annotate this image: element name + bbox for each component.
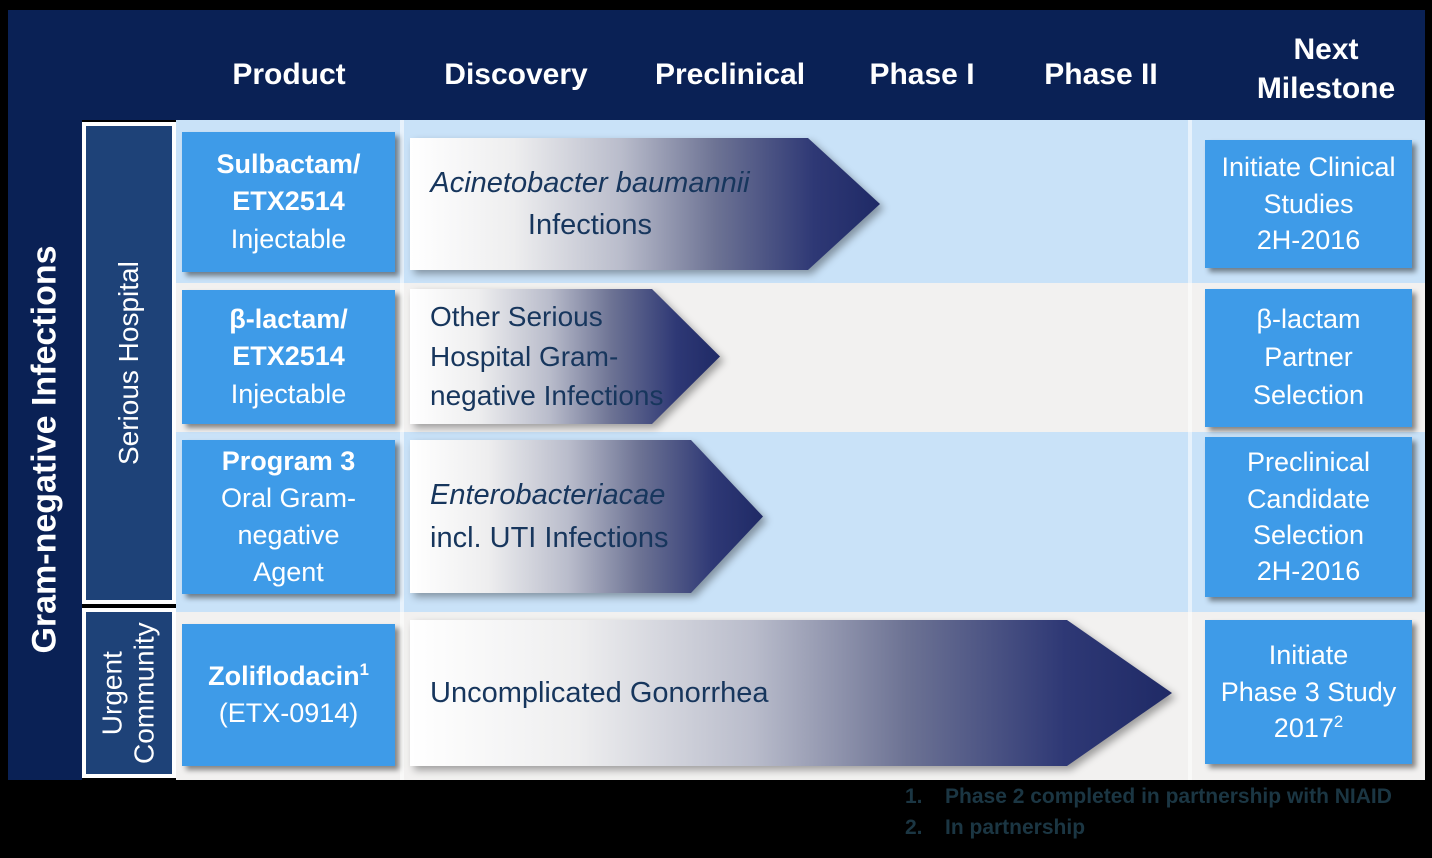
group-serious-label: Serious Hospital [112, 261, 144, 465]
product-line: Agent [253, 557, 324, 588]
footnote-ref-1: 1 [359, 659, 369, 679]
product-line: ETX2514 [232, 341, 345, 372]
milestone-line: Candidate [1246, 483, 1371, 514]
pipeline-arrow-gonorrhea: Uncomplicated Gonorrhea [410, 620, 1172, 766]
group-urgent-line2: Community [129, 622, 160, 764]
header-col-next-milestone: Next Milestone [1256, 33, 1396, 105]
milestone-line: 2H-2016 [1256, 225, 1361, 256]
column-divider-product [400, 120, 404, 780]
milestone-line: 20172 [1273, 712, 1344, 744]
category-bar-gram-negative: Gram-negative Infections [8, 118, 82, 780]
product-box-program-3: Program 3 Oral Gram- negative Agent [182, 440, 395, 594]
arrow-indication-line: Infections [527, 209, 653, 241]
product-line: Zoliflodacin1 [208, 659, 369, 691]
product-box-beta-lactam-etx2514: β-lactam/ ETX2514 Injectable [182, 290, 395, 424]
arrow-indication-line: Hospital Gram- [430, 340, 619, 372]
milestone-box-initiate-phase3: Initiate Phase 3 Study 20172 [1205, 620, 1412, 764]
footnote-ref-2: 2 [1333, 712, 1344, 732]
product-line: negative [237, 520, 340, 550]
pipeline-arrow-enterobacteriacae: Enterobacteriacae incl. UTI Infections [410, 440, 763, 593]
header-bar: Product Discovery Preclinical Phase I Ph… [8, 10, 1425, 120]
milestone-line: 2H-2016 [1256, 556, 1361, 587]
header-col-product: Product [232, 58, 346, 91]
product-box-sulbactam-etx2514: Sulbactam/ ETX2514 Injectable [182, 132, 395, 272]
milestone-line: Studies [1263, 188, 1354, 219]
arrow-indication-line: Acinetobacter baumannii [430, 166, 750, 199]
group-urgent-line1: Urgent [96, 650, 128, 736]
header-col-preclinical: Preclinical [654, 58, 806, 91]
product-line: β-lactam/ [229, 304, 348, 335]
group-urgent-community: Urgent Community [82, 608, 176, 778]
arrow-indication-line: incl. UTI Infections [430, 521, 669, 554]
footnote-1: 1. Phase 2 completed in partnership with… [905, 785, 1392, 809]
header-col-discovery: Discovery [444, 58, 588, 91]
group-urgent-label: Urgent Community [97, 622, 161, 764]
milestone-line: Phase 3 Study [1220, 676, 1397, 707]
pipeline-arrow-other-serious-hospital: Other Serious Hospital Gram- negative In… [410, 289, 720, 424]
product-line: Oral Gram- [221, 482, 356, 513]
header-col-phase2: Phase II [1044, 58, 1158, 91]
header-col-phase1: Phase I [869, 58, 975, 91]
milestone-line: Preclinical [1246, 447, 1371, 478]
milestone-line: Partner [1264, 342, 1353, 373]
column-divider-milestone [1188, 120, 1192, 780]
pipeline-arrow-acinetobacter: Acinetobacter baumannii Infections [410, 138, 880, 270]
footnote-text: Phase 2 completed in partnership with NI… [945, 785, 1392, 808]
milestone-line: Initiate Clinical [1221, 152, 1396, 183]
product-line: Injectable [230, 378, 347, 409]
footnotes: 1. Phase 2 completed in partnership with… [905, 785, 1392, 847]
milestone-line: Selection [1252, 520, 1365, 550]
arrow-indication-line: negative Infections [430, 380, 664, 412]
milestone-box-initiate-clinical: Initiate Clinical Studies 2H-2016 [1205, 140, 1412, 268]
product-line: ETX2514 [232, 186, 345, 217]
group-serious-hospital: Serious Hospital [82, 122, 176, 604]
product-line: Injectable [230, 223, 347, 254]
arrow-indication-line: Other Serious [430, 300, 603, 332]
milestone-box-partner-selection: β-lactam Partner Selection [1205, 289, 1412, 427]
milestone-line: Selection [1252, 379, 1365, 410]
product-line: Program 3 [221, 445, 356, 476]
milestone-line: β-lactam [1256, 304, 1361, 335]
footnote-text: In partnership [945, 816, 1086, 839]
category-title: Gram-negative Infections [25, 244, 64, 654]
milestone-line: Initiate [1268, 640, 1349, 671]
product-box-zoliflodacin: Zoliflodacin1 (ETX-0914) [182, 624, 395, 766]
product-line: (ETX-0914) [218, 698, 359, 728]
arrow-indication-line: Enterobacteriacae [430, 479, 666, 512]
product-line: Sulbactam/ [216, 149, 361, 180]
footnote-2: 2. In partnership [905, 816, 1392, 840]
footnote-number: 2. [905, 816, 923, 839]
milestone-box-preclinical-candidate: Preclinical Candidate Selection 2H-2016 [1205, 437, 1412, 597]
arrow-indication-line: Uncomplicated Gonorrhea [430, 676, 769, 709]
footnote-number: 1. [905, 785, 923, 808]
